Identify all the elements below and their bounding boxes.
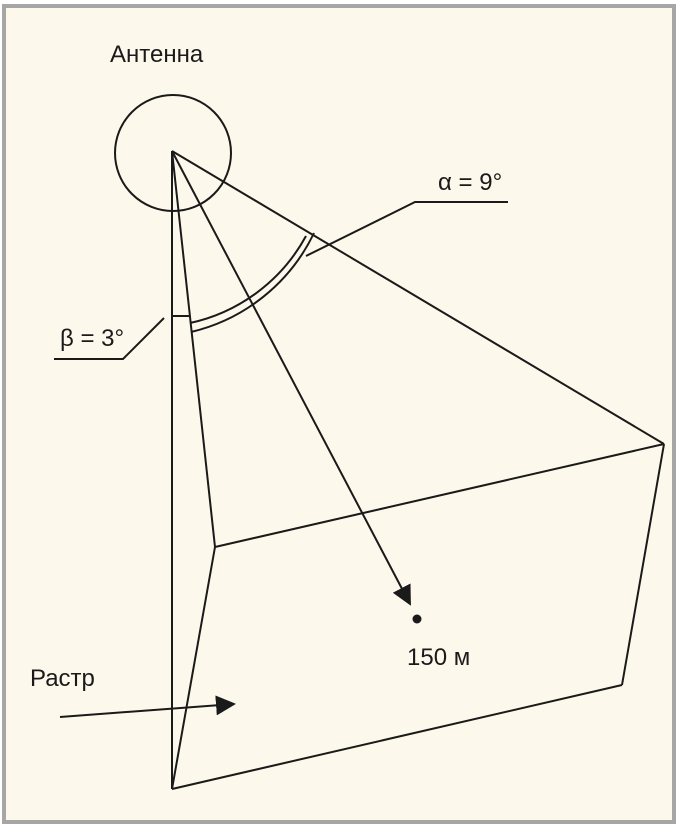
beam-axis-arrow [171, 150, 411, 606]
beam-edge-middle [171, 150, 216, 548]
raster-edge-bottom [171, 684, 623, 790]
beta-leader [54, 317, 165, 360]
raster-edge-right [621, 443, 665, 686]
alpha-leader [305, 201, 508, 257]
distance-label: 150 м [407, 644, 470, 671]
alpha-arc-outer [190, 232, 315, 333]
beam-edge-right [171, 150, 665, 445]
beta-label: β = 3° [60, 325, 124, 352]
raster-label: Растр [30, 665, 95, 692]
alpha-label: α = 9° [438, 169, 502, 196]
raster-edge-left [171, 546, 216, 790]
raster-pointer-arrow [59, 695, 236, 718]
antenna-label: Антенна [110, 41, 204, 68]
alpha-arc-inner [189, 235, 307, 324]
diagram-background [2, 4, 676, 824]
raster-edge-top [214, 443, 665, 548]
target-point [412, 614, 422, 624]
